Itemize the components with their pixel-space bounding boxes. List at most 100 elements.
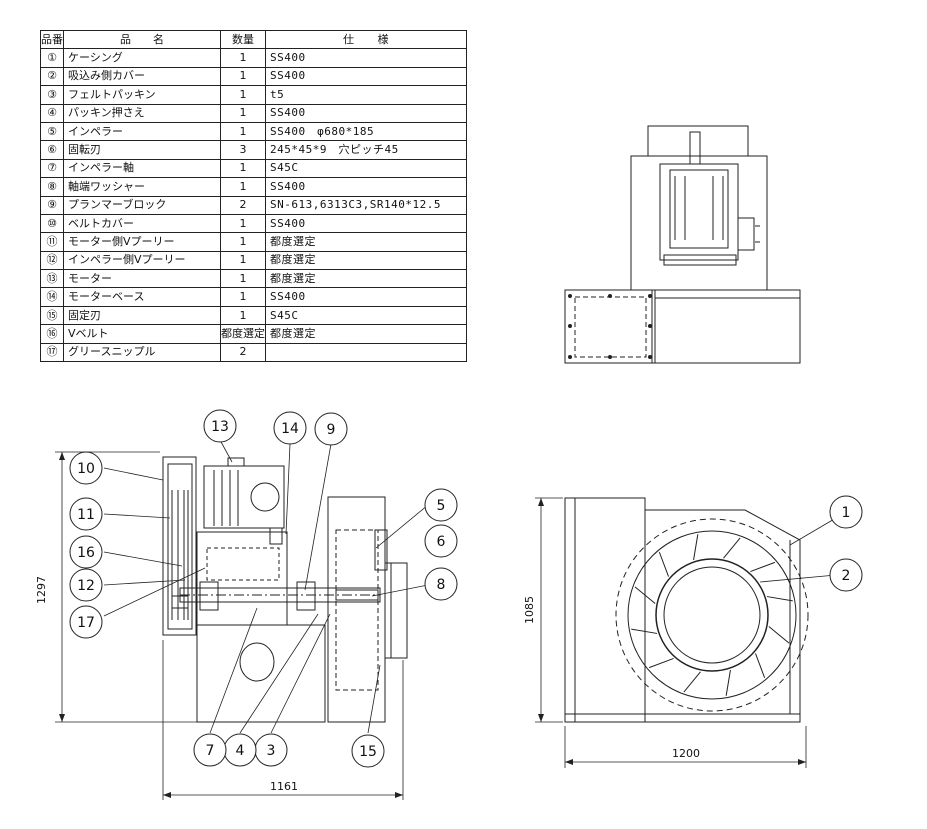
callout-number-6: 6 — [437, 534, 446, 550]
part-name: パッキン押さえ — [63, 103, 221, 123]
side-view-motor-base — [196, 531, 288, 626]
callout-bubble-15 — [351, 734, 385, 768]
callout-bubble-11 — [69, 497, 103, 531]
callout-number-3: 3 — [267, 743, 276, 759]
part-name: インペラー軸 — [63, 158, 221, 179]
impeller-blade — [693, 534, 699, 561]
callout-bubble-8 — [424, 567, 458, 601]
part-name: モーター側Vプーリー — [63, 232, 221, 252]
callout-number-12: 12 — [77, 578, 95, 594]
top-view-casing — [654, 289, 801, 364]
part-spec: SS400 — [265, 103, 467, 123]
side-view — [162, 456, 408, 723]
part-name: プランマーブロック — [63, 195, 221, 215]
impeller-blade — [768, 626, 790, 644]
dimension-front-height: 1085 — [523, 596, 536, 624]
impeller-blade — [750, 561, 776, 573]
front-view-blades — [631, 534, 793, 696]
callout-number-11: 11 — [77, 507, 95, 523]
callout-bubble-6 — [424, 524, 458, 558]
part-name: Vベルト — [63, 324, 221, 344]
part-name: モーターベース — [63, 287, 221, 307]
part-spec: 都度選定 — [265, 269, 467, 289]
front-view-scroll — [615, 518, 809, 712]
callout-leaders — [103, 439, 837, 734]
impeller-blade — [634, 586, 656, 604]
callout-number-4: 4 — [236, 743, 245, 759]
callout-bubble-5 — [424, 488, 458, 522]
side-view-motor — [203, 465, 285, 529]
callout-bubble-10 — [69, 451, 103, 485]
front-view-impeller — [627, 530, 797, 700]
front-view-inlet-ring — [655, 558, 769, 672]
callout-bubble-12 — [69, 568, 103, 602]
side-view-inspection-hole — [239, 642, 275, 682]
top-view-motor — [659, 163, 739, 261]
callout-number-17: 17 — [77, 615, 95, 631]
part-spec: SS400 — [265, 177, 467, 197]
top-view-frame — [630, 155, 768, 291]
callout-number-1: 1 — [842, 505, 851, 521]
dimension-side-height: 1297 — [35, 576, 48, 604]
impeller-blade — [725, 669, 731, 696]
callout-bubble-7 — [193, 733, 227, 767]
callout-bubble-16 — [69, 535, 103, 569]
dimension-arrows — [59, 452, 806, 798]
impeller-blade — [631, 628, 658, 634]
header-part-no: 品番 — [40, 29, 64, 50]
callout-bubble-1 — [829, 495, 863, 529]
dimension-side-width: 1161 — [270, 780, 298, 793]
side-view-bearing-left — [199, 581, 219, 611]
top-view-motor-body — [669, 169, 729, 249]
callout-number-5: 5 — [437, 498, 446, 514]
callout-number-13: 13 — [211, 419, 229, 435]
side-view-belt-cover — [162, 456, 197, 636]
callout-bubble-14 — [273, 411, 307, 445]
top-view-inlet-flange — [564, 289, 656, 364]
impeller-blade — [648, 657, 674, 669]
callout-number-7: 7 — [206, 743, 215, 759]
side-view-casing — [327, 496, 386, 723]
impeller-blade — [754, 653, 766, 679]
front-view-inlet-housing — [564, 497, 646, 723]
dimension-front-width: 1200 — [672, 747, 700, 760]
top-view-cap — [647, 125, 749, 157]
callout-number-10: 10 — [77, 461, 95, 477]
callout-number-14: 14 — [281, 421, 299, 437]
callout-number-15: 15 — [359, 744, 377, 760]
impeller-blade — [683, 671, 701, 693]
impeller-blade — [658, 551, 670, 577]
callout-bubble-13 — [203, 409, 237, 443]
impeller-blade — [766, 596, 793, 602]
part-spec: SS400 — [265, 213, 467, 234]
callout-number-9: 9 — [327, 422, 336, 438]
table-header-row: 品番 品 名 数量 仕 様 — [40, 29, 467, 50]
callout-number-16: 16 — [77, 545, 95, 561]
callout-bubble-17 — [69, 605, 103, 639]
dimension-lines — [55, 451, 807, 800]
side-view-bearing-right — [296, 581, 316, 611]
part-number: ⑰ — [40, 342, 64, 363]
front-view — [564, 497, 809, 723]
side-view-pedestal — [196, 624, 326, 723]
callout-number-2: 2 — [842, 568, 851, 584]
part-name: フェルトパッキン — [63, 85, 221, 105]
part-spec — [265, 342, 467, 363]
callout-bubble-2 — [829, 558, 863, 592]
side-view-outlet-flange — [384, 562, 408, 659]
part-spec: SN-613,6313C3,SR140*12.5 — [265, 195, 467, 215]
part-name: ベルトカバー — [63, 213, 221, 234]
